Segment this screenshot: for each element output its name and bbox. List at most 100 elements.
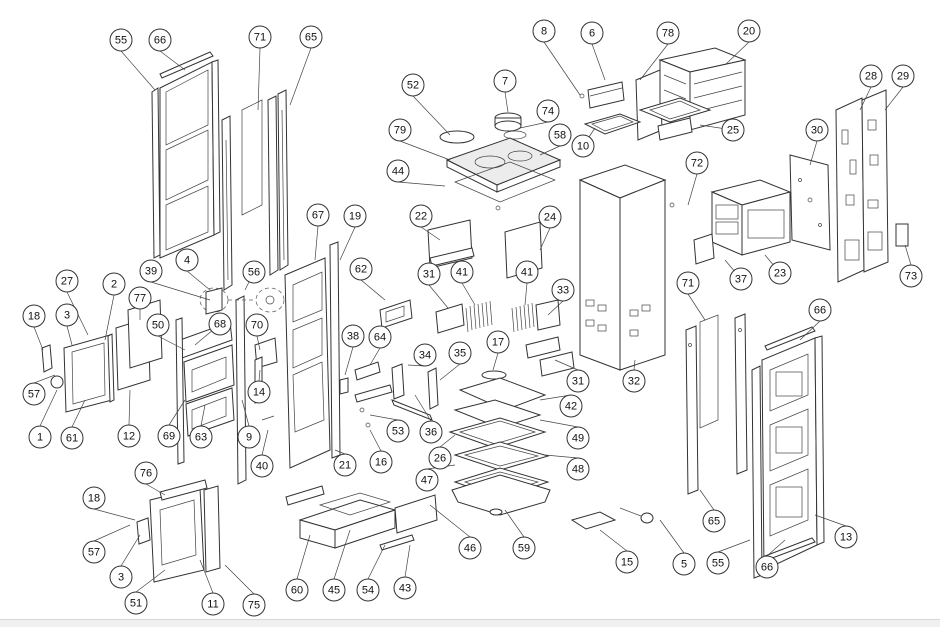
callout-label: 5	[681, 559, 687, 571]
callout-circle	[559, 394, 583, 418]
callout-6: 6	[580, 21, 604, 45]
callout-circle	[368, 325, 392, 349]
callout-35: 35	[448, 341, 472, 365]
callout-79: 79	[388, 118, 412, 142]
small-parts-15-5	[570, 507, 654, 530]
callout-label: 1	[37, 432, 43, 444]
callout-31a: 31	[417, 262, 441, 286]
leader-line	[429, 504, 471, 538]
leader-line	[884, 86, 904, 111]
callout-label: 22	[415, 211, 427, 223]
leader-line	[539, 419, 579, 428]
callout-circle	[102, 272, 126, 296]
callout-64: 64	[368, 325, 392, 349]
callout-circle	[899, 264, 923, 288]
leader-line	[687, 173, 698, 206]
back-panels-28-29	[835, 89, 909, 283]
callout-circle	[237, 425, 261, 449]
callout-circle	[622, 369, 646, 393]
leader-line	[414, 394, 432, 422]
leader-line	[543, 41, 581, 96]
side-rails-left	[221, 89, 289, 291]
callout-circle	[729, 267, 753, 291]
callout-label: 67	[312, 210, 324, 222]
callout-circle	[299, 25, 323, 49]
callout-24: 24	[538, 205, 562, 229]
callout-label: 53	[392, 426, 404, 438]
callout-circle	[333, 453, 357, 477]
callout-circle	[356, 578, 380, 602]
callout-label: 66	[154, 35, 166, 47]
leader-line	[168, 399, 186, 426]
callout-circle	[22, 304, 46, 328]
leader-line	[186, 270, 211, 291]
callout-41a: 41	[450, 260, 474, 284]
callout-circle	[22, 382, 46, 406]
callout-3a: 3	[55, 303, 79, 327]
callout-26: 26	[428, 446, 452, 470]
callout-circle	[242, 260, 266, 284]
callout-label: 31	[572, 376, 584, 388]
leader-line	[766, 539, 786, 557]
callout-label: 56	[248, 267, 260, 279]
callout-circle	[349, 257, 373, 281]
callout-circle	[409, 204, 433, 228]
callout-label: 37	[735, 274, 747, 286]
callout-50: 50	[146, 313, 170, 337]
leader-line	[554, 359, 579, 371]
callout-label: 62	[355, 264, 367, 276]
leader-line	[71, 399, 86, 428]
callout-label: 66	[814, 305, 826, 317]
callout-41b: 41	[515, 260, 539, 284]
leader-line	[199, 559, 214, 594]
callout-42: 42	[559, 394, 583, 418]
callout-circle	[891, 64, 915, 88]
callout-label: 33	[557, 285, 569, 297]
callout-61: 61	[60, 426, 84, 450]
callout-5: 5	[672, 552, 696, 576]
callout-label: 26	[434, 453, 446, 465]
callout-circle	[672, 552, 696, 576]
callout-68: 68	[208, 312, 232, 336]
callout-label: 12	[123, 431, 135, 443]
callout-label: 3	[118, 572, 124, 584]
callout-label: 11	[207, 599, 218, 611]
callout-circle	[859, 64, 883, 88]
callout-52: 52	[401, 73, 425, 97]
callout-label: 79	[394, 125, 406, 137]
callout-label: 18	[28, 311, 40, 323]
callout-18a: 18	[22, 304, 46, 328]
callout-58: 58	[548, 123, 572, 147]
leader-line	[145, 483, 166, 496]
callout-circle	[493, 69, 517, 93]
callout-label: 28	[865, 71, 877, 83]
callout-label: 54	[362, 585, 374, 597]
callout-67: 67	[306, 203, 330, 227]
callout-circle	[566, 426, 590, 450]
top-plate-assembly	[439, 112, 562, 211]
callout-label: 20	[743, 26, 755, 38]
callout-78: 78	[656, 21, 680, 45]
callout-1: 1	[28, 425, 52, 449]
callout-circle	[448, 341, 472, 365]
callout-70: 70	[245, 313, 269, 337]
callout-65b: 65	[702, 509, 726, 533]
callout-circle	[551, 278, 575, 302]
leader-line	[128, 389, 131, 426]
callout-34: 34	[413, 343, 437, 367]
leader-line	[104, 294, 115, 341]
callout-label: 9	[246, 432, 252, 444]
callout-8: 8	[532, 19, 556, 43]
leader-line	[814, 514, 847, 527]
callout-48: 48	[566, 457, 590, 481]
callout-label: 73	[905, 271, 917, 283]
leader-line	[591, 43, 606, 81]
callout-label: 57	[28, 389, 40, 401]
callout-label: 10	[577, 141, 589, 153]
callout-label: 71	[254, 32, 266, 44]
callout-circle	[109, 28, 133, 52]
leader-line	[544, 454, 579, 459]
leader-line	[369, 414, 399, 421]
callout-circle	[532, 19, 556, 43]
